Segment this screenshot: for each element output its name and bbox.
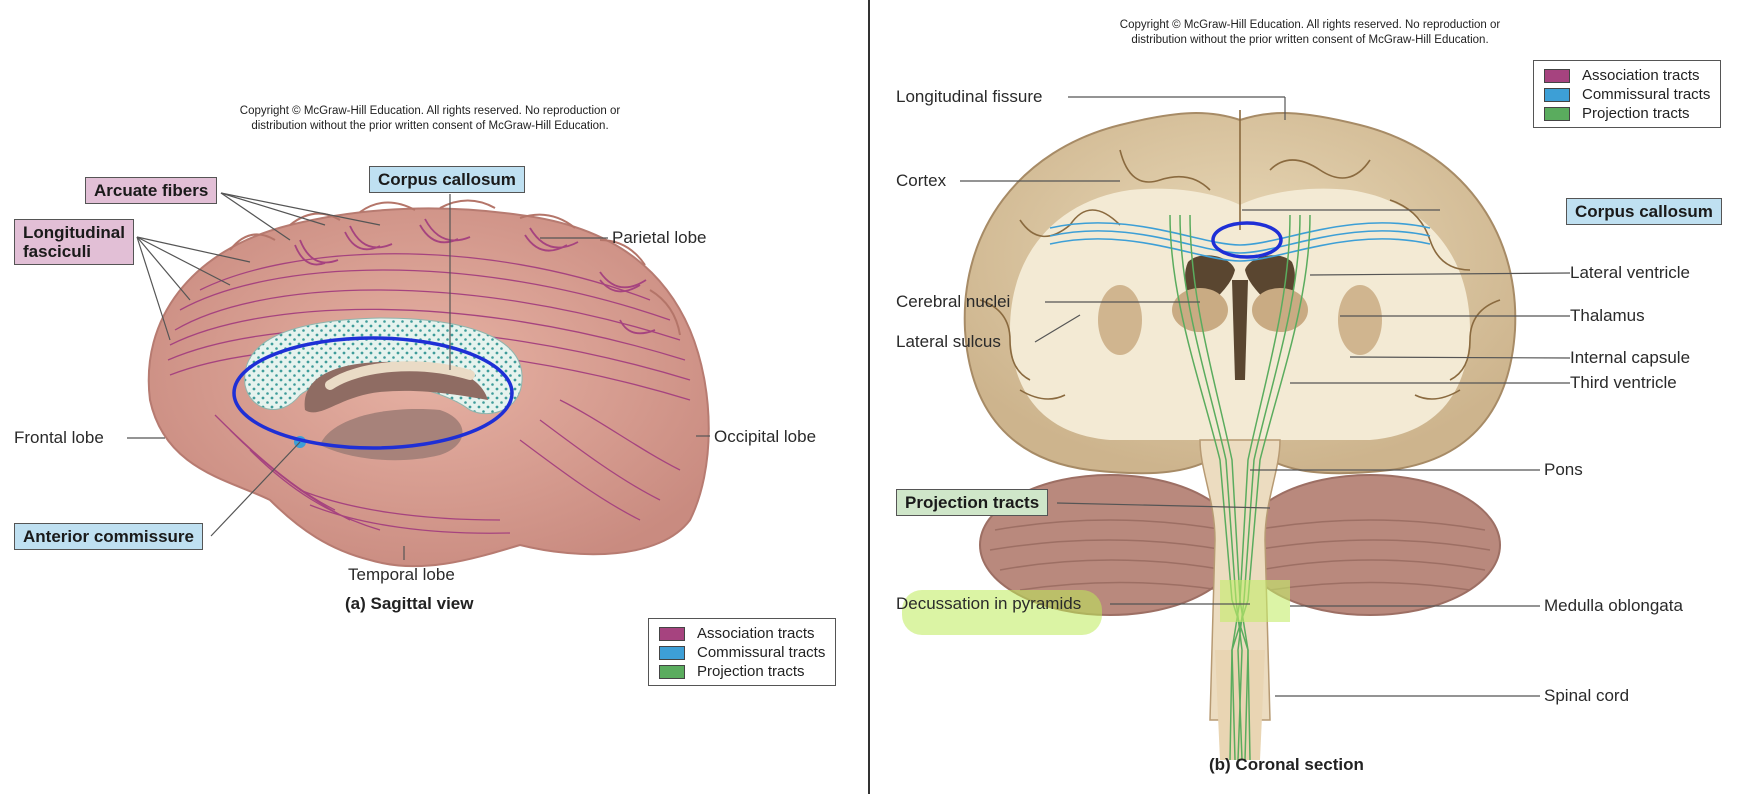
lateral-sulcus-label: Lateral sulcus <box>896 332 1001 351</box>
longitudinal-fissure-label: Longitudinal fissure <box>896 87 1043 106</box>
projection-tracts-tag: Projection tracts <box>896 489 1049 516</box>
legend-item-commissural: Commissural tracts <box>659 643 825 662</box>
legend-item-association: Association tracts <box>1544 66 1710 85</box>
copyright-line: Copyright © McGraw-Hill Education. All r… <box>1119 19 1501 31</box>
occipital-lobe-label: Occipital lobe <box>714 427 817 446</box>
sagittal-brain-illustration <box>127 192 710 568</box>
cortex-label: Cortex <box>896 171 947 190</box>
longitudinal-fasciculi-line: fasciculi <box>23 242 92 261</box>
sagittal-caption: (a) Sagittal view <box>345 594 474 613</box>
copyright-line: Copyright © McGraw-Hill Education. All r… <box>239 105 621 117</box>
panel-divider <box>868 0 870 794</box>
frontal-lobe-label: Frontal lobe <box>14 428 104 447</box>
sagittal-panel: Copyright © McGraw-Hill Education. All r… <box>0 0 868 794</box>
medulla-oblongata-label: Medulla oblongata <box>1544 596 1683 615</box>
highlighter-mark <box>902 590 1102 635</box>
decussation-label: Decussation in pyramids <box>896 594 1082 613</box>
pons-label: Pons <box>1544 460 1583 479</box>
lateral-ventricle-label: Lateral ventricle <box>1570 263 1691 282</box>
association-swatch <box>1544 68 1570 83</box>
coronal-panel: Copyright © McGraw-Hill Education. All r… <box>870 0 1745 794</box>
third-ventricle-label: Third ventricle <box>1570 373 1677 392</box>
coronal-brain-illustration <box>960 96 1571 761</box>
spinal-cord-label: Spinal cord <box>1544 686 1630 705</box>
copyright-line: distribution without the prior written c… <box>1131 34 1489 46</box>
legend-label: Association tracts <box>697 625 815 642</box>
arcuate-fibers-tag: Arcuate fibers <box>85 177 218 204</box>
annotation-circle <box>1211 221 1283 259</box>
commissural-swatch <box>659 645 685 660</box>
parietal-lobe-label: Parietal lobe <box>612 228 707 247</box>
corpus-callosum-tag: Corpus callosum <box>1566 198 1722 225</box>
copyright-line: distribution without the prior written c… <box>251 120 609 132</box>
copyright-notice: Copyright © McGraw-Hill Education. All r… <box>190 104 670 134</box>
coronal-legend: Association tracts Commissural tracts Pr… <box>1533 60 1722 128</box>
legend-label: Commissural tracts <box>697 644 826 661</box>
legend-item-projection: Projection tracts <box>1544 104 1710 123</box>
projection-swatch <box>659 664 685 679</box>
legend-item-association: Association tracts <box>659 624 825 643</box>
legend-item-commissural: Commissural tracts <box>1544 85 1710 104</box>
corpus-callosum-tag: Corpus callosum <box>369 166 525 193</box>
projection-swatch <box>1544 106 1570 121</box>
legend-label: Association tracts <box>1582 67 1700 84</box>
internal-capsule-label: Internal capsule <box>1570 348 1691 367</box>
annotation-circle <box>232 336 514 450</box>
temporal-lobe-label: Temporal lobe <box>348 565 455 584</box>
sagittal-legend: Association tracts Commissural tracts Pr… <box>648 618 837 686</box>
thalamus-label: Thalamus <box>1570 306 1645 325</box>
longitudinal-fasciculi-line: Longitudinal <box>23 223 125 242</box>
legend-label: Projection tracts <box>1582 105 1690 122</box>
association-swatch <box>659 626 685 641</box>
copyright-notice: Copyright © McGraw-Hill Education. All r… <box>1070 18 1550 48</box>
longitudinal-fasciculi-tag: Longitudinal fasciculi <box>14 219 134 265</box>
commissural-swatch <box>1544 87 1570 102</box>
legend-item-projection: Projection tracts <box>659 662 825 681</box>
anterior-commissure-tag: Anterior commissure <box>14 523 203 550</box>
legend-label: Projection tracts <box>697 663 805 680</box>
legend-label: Commissural tracts <box>1582 86 1711 103</box>
coronal-caption: (b) Coronal section <box>1209 755 1364 774</box>
cerebral-nuclei-label: Cerebral nuclei <box>896 292 1011 311</box>
